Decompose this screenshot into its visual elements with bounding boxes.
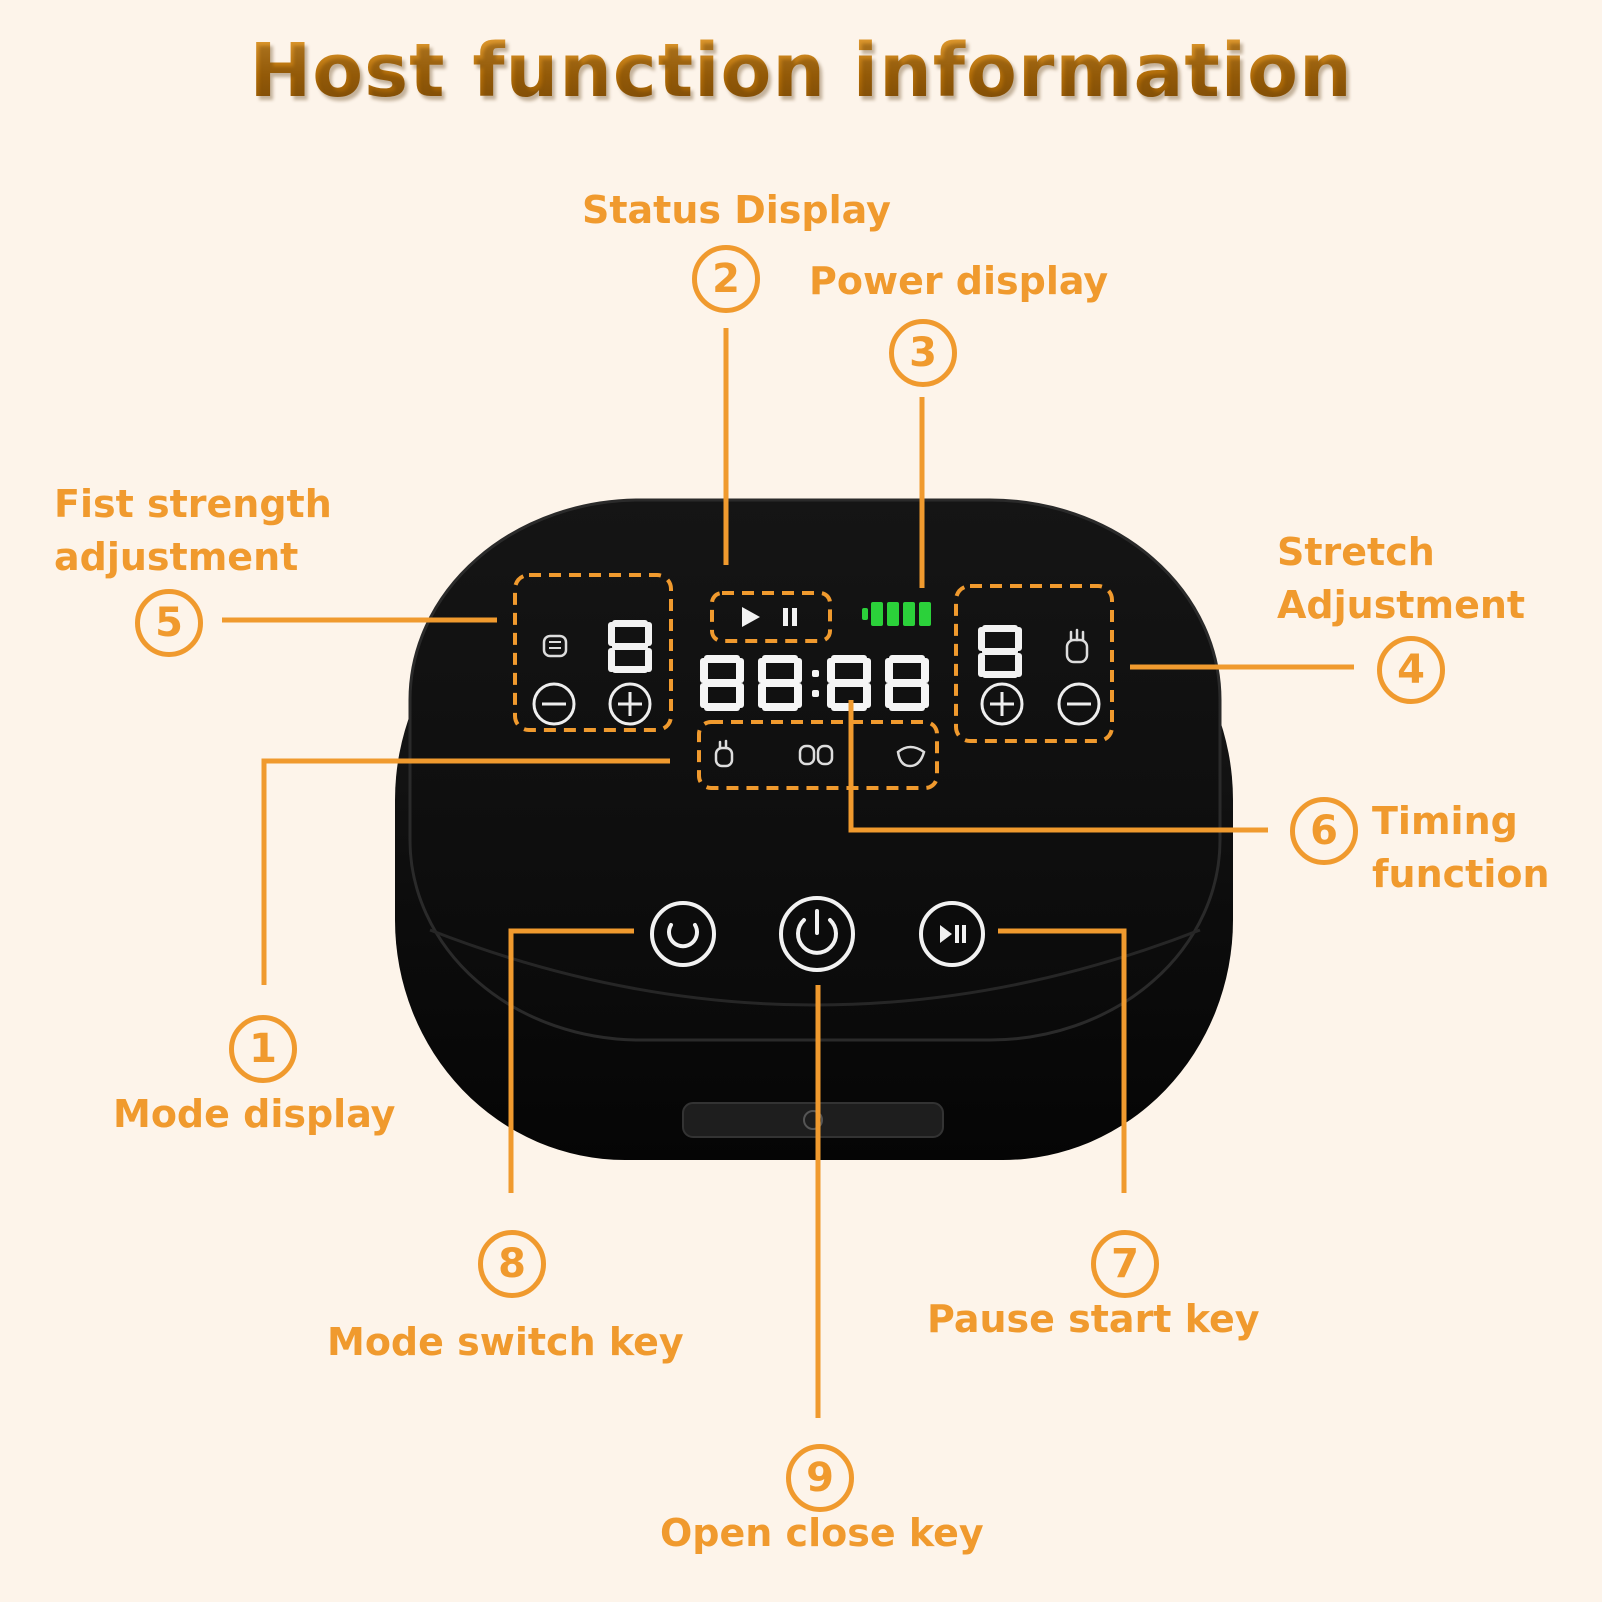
grip-hand-icon	[896, 745, 926, 768]
callout-number-1: 1	[229, 1015, 297, 1083]
bottom-port	[682, 1102, 944, 1138]
label-timing-line2: function	[1372, 852, 1550, 896]
label-stretch-line1: Stretch	[1277, 530, 1435, 574]
callout-number-2: 2	[692, 245, 760, 313]
open-hand-icon	[1065, 628, 1089, 664]
power-icon	[796, 918, 838, 955]
leader-line-7	[998, 928, 1127, 1193]
leader-line-6	[848, 700, 1268, 833]
label-stretch-line2: Adjustment	[1277, 583, 1526, 627]
callout-number-7: 7	[1091, 1230, 1159, 1298]
minus-icon[interactable]	[532, 682, 576, 726]
label-timing-line1: Timing	[1372, 799, 1518, 843]
mode-display-panel	[697, 720, 939, 790]
status-display-panel	[710, 591, 832, 643]
callout-number-4: 4	[1377, 636, 1445, 704]
page-title: Host function information	[0, 28, 1602, 114]
label-fist-strength-line1: Fist strength	[54, 482, 332, 526]
callout-number-9: 9	[786, 1444, 854, 1512]
leader-lines	[222, 328, 1354, 1418]
label-status-display: Status Display	[582, 188, 891, 232]
seven-segment-digit	[608, 620, 652, 673]
label-fist-strength-line2: adjustment	[54, 535, 299, 579]
callout-number-3: 3	[889, 319, 957, 387]
callout-number-8: 8	[478, 1230, 546, 1298]
seven-segment-digit	[978, 625, 1022, 678]
battery-icon	[862, 602, 931, 626]
label-mode-display: Mode display	[113, 1092, 396, 1136]
leader-line-8	[508, 928, 634, 1193]
hand-icon	[714, 739, 734, 768]
two-hands-icon	[798, 744, 834, 766]
mode-switch-button[interactable]	[650, 901, 716, 967]
fist-icon	[542, 634, 568, 658]
plus-icon[interactable]	[980, 682, 1024, 726]
label-power-display: Power display	[809, 259, 1109, 303]
stretch-panel	[954, 584, 1114, 743]
label-open-close-key: Open close key	[660, 1511, 984, 1555]
pause-start-button[interactable]	[919, 901, 985, 967]
plus-icon[interactable]	[608, 682, 652, 726]
refresh-icon	[667, 923, 699, 949]
play-icon	[742, 607, 760, 627]
pause-icon	[783, 608, 797, 626]
callout-number-6: 6	[1290, 797, 1358, 865]
timer-readout	[700, 655, 929, 711]
callout-number-5: 5	[135, 589, 203, 657]
label-mode-switch-key: Mode switch key	[327, 1320, 684, 1364]
leader-line-1	[261, 758, 670, 985]
play-pause-icon	[940, 925, 952, 943]
power-button[interactable]	[779, 896, 855, 972]
fist-strength-panel	[513, 573, 673, 732]
label-pause-start-key: Pause start key	[927, 1297, 1260, 1341]
minus-icon[interactable]	[1057, 682, 1101, 726]
